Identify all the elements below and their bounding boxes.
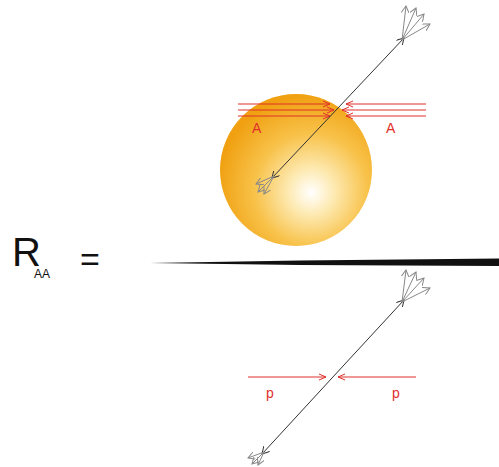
ratio-subscript: AA <box>34 268 50 280</box>
beam-label: A <box>252 121 261 135</box>
fraction-bar <box>150 259 499 267</box>
beam-label: p <box>266 386 274 400</box>
jet-lines <box>256 6 430 194</box>
jet-lines <box>248 270 430 465</box>
ratio-symbol: R <box>12 232 41 272</box>
beam-label: p <box>392 386 400 400</box>
fireball-sphere <box>220 94 372 246</box>
beam-label: A <box>386 121 395 135</box>
equals-sign: = <box>80 242 100 276</box>
